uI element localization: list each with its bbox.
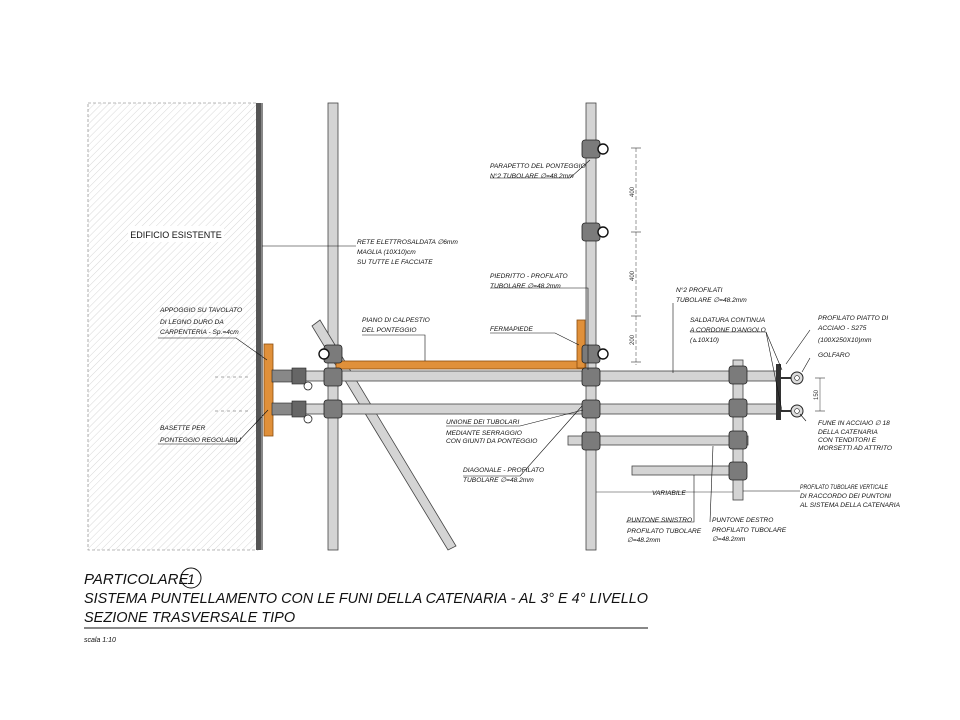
dim-400-upper: 400 [630,186,636,197]
dim-200: 200 [630,334,636,345]
title-line3: SEZIONE TRASVERSALE TIPO [84,610,295,626]
ledgers [267,370,781,476]
standards [327,102,744,551]
label-fermapiede: FERMAPIEDE [490,326,533,333]
building-label: EDIFICIO ESISTENTE [130,230,222,240]
bearing-board [263,343,274,437]
title-block: PARTICOLARE 1 SISTEMA PUNTELLAMENTO CON … [84,567,648,644]
title-particolare: PARTICOLARE [84,571,189,588]
title-scale: scala 1:10 [84,637,116,644]
dimensions: 400 400 200 150 [596,147,825,493]
anchor-plate [776,364,804,420]
title-number-circle [180,567,202,589]
label-variabile: VARIABILE [652,490,686,497]
title-number: 1 [187,571,195,587]
walkway-plank [335,360,587,370]
label-profilato-verticale: PROFILATO TUBOLARE VERTICALE [800,484,888,491]
base-jacks [271,367,313,424]
left-standard [327,102,339,551]
vertical-connector-pipe [732,359,744,501]
existing-building: EDIFICIO ESISTENTE [87,102,263,551]
wood-elements [263,319,587,437]
dim-400-lower: 400 [630,270,636,281]
leader-lines [158,159,811,523]
title-line2: SISTEMA PUNTELLAMENTO CON LE FUNI DELLA … [84,591,648,607]
right-standard [585,102,597,551]
label-golfaro: GOLFARO [818,352,850,359]
dim-150: 150 [814,389,820,400]
couplers [318,139,748,481]
